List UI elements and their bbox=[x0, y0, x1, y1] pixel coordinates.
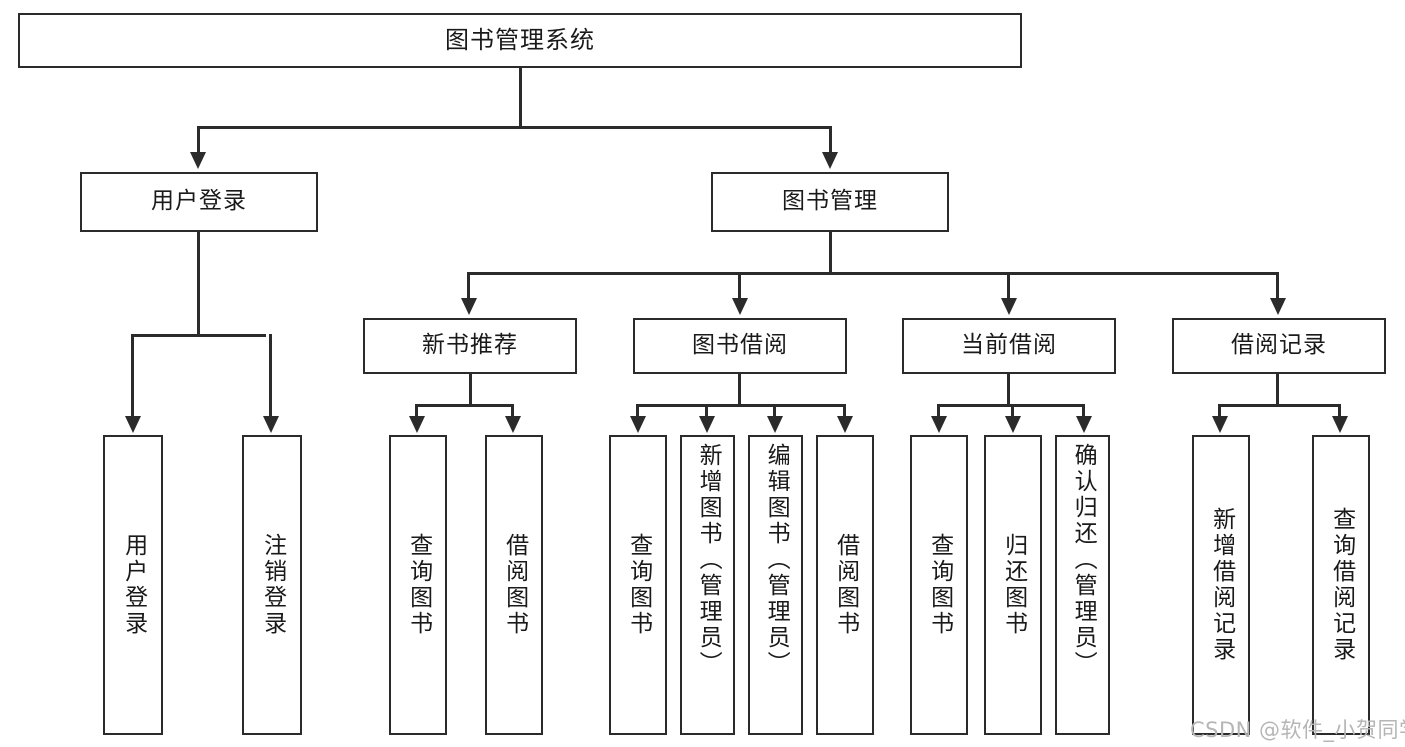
arrowhead-leaf-query-book-2 bbox=[630, 416, 646, 433]
node-label: 查询借阅记录 bbox=[1328, 507, 1355, 663]
node-label: 用户登录 bbox=[151, 188, 247, 215]
connector-current-borrow-bar bbox=[937, 404, 1082, 407]
arrowhead-leaf-user-login bbox=[125, 416, 141, 433]
node-label: 查询图书 bbox=[405, 533, 432, 637]
connector-root-to-user-login bbox=[197, 126, 200, 154]
connector-book-borrow-bar bbox=[636, 404, 843, 407]
arrowhead-leaf-borrow-book-1 bbox=[505, 416, 521, 433]
connector-cb-1 bbox=[937, 404, 940, 418]
connector-nbr-left bbox=[415, 404, 418, 418]
connector-user-login-stem bbox=[197, 232, 200, 336]
node-label: 查询图书 bbox=[625, 533, 652, 637]
node-root-book-management-system[interactable]: 图书管理系统 bbox=[18, 13, 1022, 68]
node-leaf-user-login[interactable]: 用户登录 bbox=[103, 435, 163, 735]
arrowhead-leaf-user-logout bbox=[263, 416, 279, 433]
connector-root-bar bbox=[197, 126, 832, 129]
arrowhead-user-login bbox=[190, 152, 206, 169]
connector-root-to-book-manage bbox=[829, 126, 832, 154]
arrowhead-leaf-query-record bbox=[1332, 416, 1348, 433]
node-label: 新增图书（管理员） bbox=[695, 443, 722, 677]
connector-to-new-book-rec bbox=[467, 272, 470, 300]
connector-book-borrow-stem bbox=[738, 374, 741, 406]
connector-to-borrow-record bbox=[1276, 272, 1279, 300]
node-label: 图书管理系统 bbox=[445, 26, 595, 55]
arrowhead-leaf-borrow-book-2 bbox=[837, 416, 853, 433]
node-label: 借阅图书 bbox=[501, 533, 528, 637]
node-leaf-borrow-book-2[interactable]: 借阅图书 bbox=[816, 435, 874, 735]
node-label: 当前借阅 bbox=[961, 332, 1057, 359]
node-leaf-user-logout[interactable]: 注销登录 bbox=[242, 435, 302, 735]
connector-book-manage-stem bbox=[829, 232, 832, 274]
node-new-book-recommend[interactable]: 新书推荐 bbox=[363, 318, 577, 374]
connector-user-login-right bbox=[269, 334, 272, 418]
connector-root-stem bbox=[519, 68, 522, 128]
node-label: 借阅记录 bbox=[1231, 332, 1327, 359]
connector-bb-2 bbox=[705, 404, 708, 418]
arrowhead-leaf-query-book-1 bbox=[409, 416, 425, 433]
connector-bb-1 bbox=[636, 404, 639, 418]
connector-to-current-borrow bbox=[1007, 272, 1010, 300]
connector-borrow-record-stem bbox=[1276, 374, 1279, 406]
node-label: 借阅图书 bbox=[832, 533, 859, 637]
connector-user-login-bar bbox=[131, 334, 266, 337]
arrowhead-new-book-rec bbox=[461, 298, 477, 315]
connector-bb-4 bbox=[843, 404, 846, 418]
arrowhead-leaf-confirm-return bbox=[1076, 416, 1092, 433]
arrowhead-leaf-add-record bbox=[1212, 416, 1228, 433]
node-user-login[interactable]: 用户登录 bbox=[80, 172, 318, 232]
connector-borrow-record-bar bbox=[1218, 404, 1341, 407]
connector-book-manage-bar bbox=[467, 272, 1279, 275]
node-leaf-borrow-book-1[interactable]: 借阅图书 bbox=[485, 435, 543, 735]
arrowhead-leaf-return-book bbox=[1005, 416, 1021, 433]
node-leaf-edit-book-admin[interactable]: 编辑图书（管理员） bbox=[748, 435, 803, 735]
node-label: 新增借阅记录 bbox=[1208, 507, 1235, 663]
connector-user-login-left bbox=[131, 334, 134, 418]
connector-bb-3 bbox=[773, 404, 776, 418]
arrowhead-leaf-query-book-3 bbox=[931, 416, 947, 433]
node-leaf-confirm-return-admin[interactable]: 确认归还（管理员） bbox=[1055, 435, 1110, 735]
arrowhead-current-borrow bbox=[1001, 298, 1017, 315]
arrowhead-borrow-record bbox=[1270, 298, 1286, 315]
connector-current-borrow-stem bbox=[1007, 374, 1010, 406]
connector-nbr-right bbox=[511, 404, 514, 418]
node-leaf-return-book[interactable]: 归还图书 bbox=[984, 435, 1042, 735]
node-leaf-query-book-3[interactable]: 查询图书 bbox=[910, 435, 968, 735]
node-leaf-query-book-2[interactable]: 查询图书 bbox=[609, 435, 667, 735]
node-book-borrow[interactable]: 图书借阅 bbox=[633, 318, 847, 374]
connector-new-book-rec-bar bbox=[415, 404, 514, 407]
node-borrow-record[interactable]: 借阅记录 bbox=[1172, 318, 1386, 374]
node-label: 查询图书 bbox=[926, 533, 953, 637]
node-book-management[interactable]: 图书管理 bbox=[711, 172, 949, 232]
node-label: 用户登录 bbox=[120, 533, 147, 637]
connector-cb-3 bbox=[1082, 404, 1085, 418]
node-label: 注销登录 bbox=[259, 533, 286, 637]
connector-cb-2 bbox=[1011, 404, 1014, 418]
node-label: 确认归还（管理员） bbox=[1070, 443, 1097, 677]
node-label: 编辑图书（管理员） bbox=[763, 443, 790, 677]
connector-br-left bbox=[1218, 404, 1221, 418]
node-label: 新书推荐 bbox=[422, 332, 518, 359]
connector-new-book-rec-stem bbox=[469, 374, 472, 406]
connector-to-book-borrow bbox=[738, 272, 741, 300]
connector-br-right bbox=[1338, 404, 1341, 418]
node-leaf-query-borrow-record[interactable]: 查询借阅记录 bbox=[1312, 435, 1370, 735]
node-label: 归还图书 bbox=[1000, 533, 1027, 637]
node-current-borrow[interactable]: 当前借阅 bbox=[902, 318, 1116, 374]
node-leaf-add-borrow-record[interactable]: 新增借阅记录 bbox=[1192, 435, 1250, 735]
arrowhead-leaf-add-book bbox=[699, 416, 715, 433]
node-label: 图书借阅 bbox=[692, 332, 788, 359]
arrowhead-book-borrow bbox=[732, 298, 748, 315]
node-leaf-query-book-1[interactable]: 查询图书 bbox=[389, 435, 447, 735]
arrowhead-leaf-edit-book bbox=[767, 416, 783, 433]
node-leaf-add-book-admin[interactable]: 新增图书（管理员） bbox=[680, 435, 735, 735]
csdn-watermark: CSDN @软件_小贺同学 bbox=[1190, 718, 1405, 742]
arrowhead-book-manage bbox=[822, 152, 838, 169]
node-label: 图书管理 bbox=[782, 188, 878, 215]
